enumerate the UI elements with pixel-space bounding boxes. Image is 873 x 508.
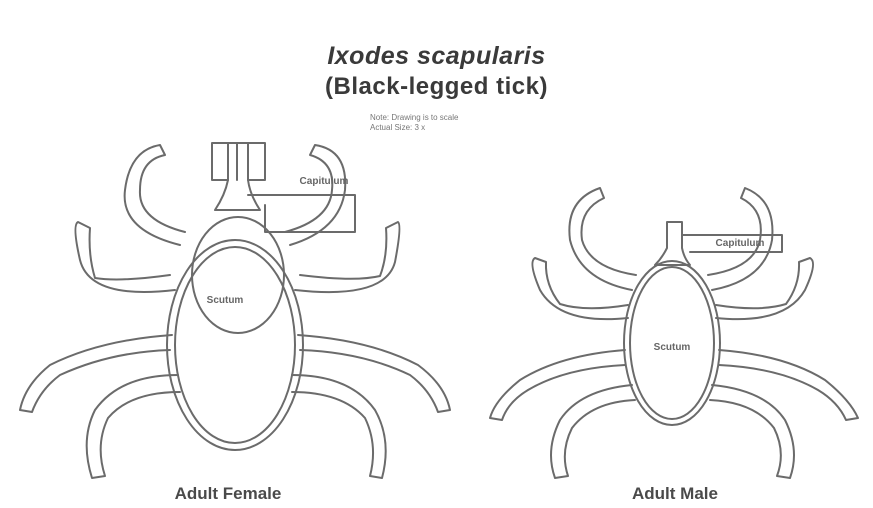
male-capitulum-label: Capitulum (700, 238, 780, 249)
female-tick (20, 143, 450, 478)
male-leg (490, 350, 625, 420)
female-leg (75, 222, 175, 292)
male-capitulum (655, 222, 690, 265)
female-leg (87, 375, 180, 478)
male-leg (569, 188, 636, 290)
female-body (167, 240, 303, 450)
female-leg (298, 335, 450, 412)
female-leg (125, 145, 185, 245)
male-leg (532, 258, 628, 319)
female-scutum-label: Scutum (185, 295, 265, 306)
female-caption: Adult Female (128, 484, 328, 504)
male-leg (716, 258, 813, 319)
male-caption: Adult Male (575, 484, 775, 504)
male-leg (551, 385, 635, 478)
female-leg (292, 375, 386, 478)
male-leg (710, 385, 794, 478)
female-scutum (192, 217, 284, 333)
male-tick (490, 188, 858, 478)
male-leg (719, 350, 858, 420)
female-capitulum-label: Capitulum (284, 176, 364, 187)
male-scutum-label: Scutum (632, 342, 712, 353)
female-leg (20, 335, 172, 412)
